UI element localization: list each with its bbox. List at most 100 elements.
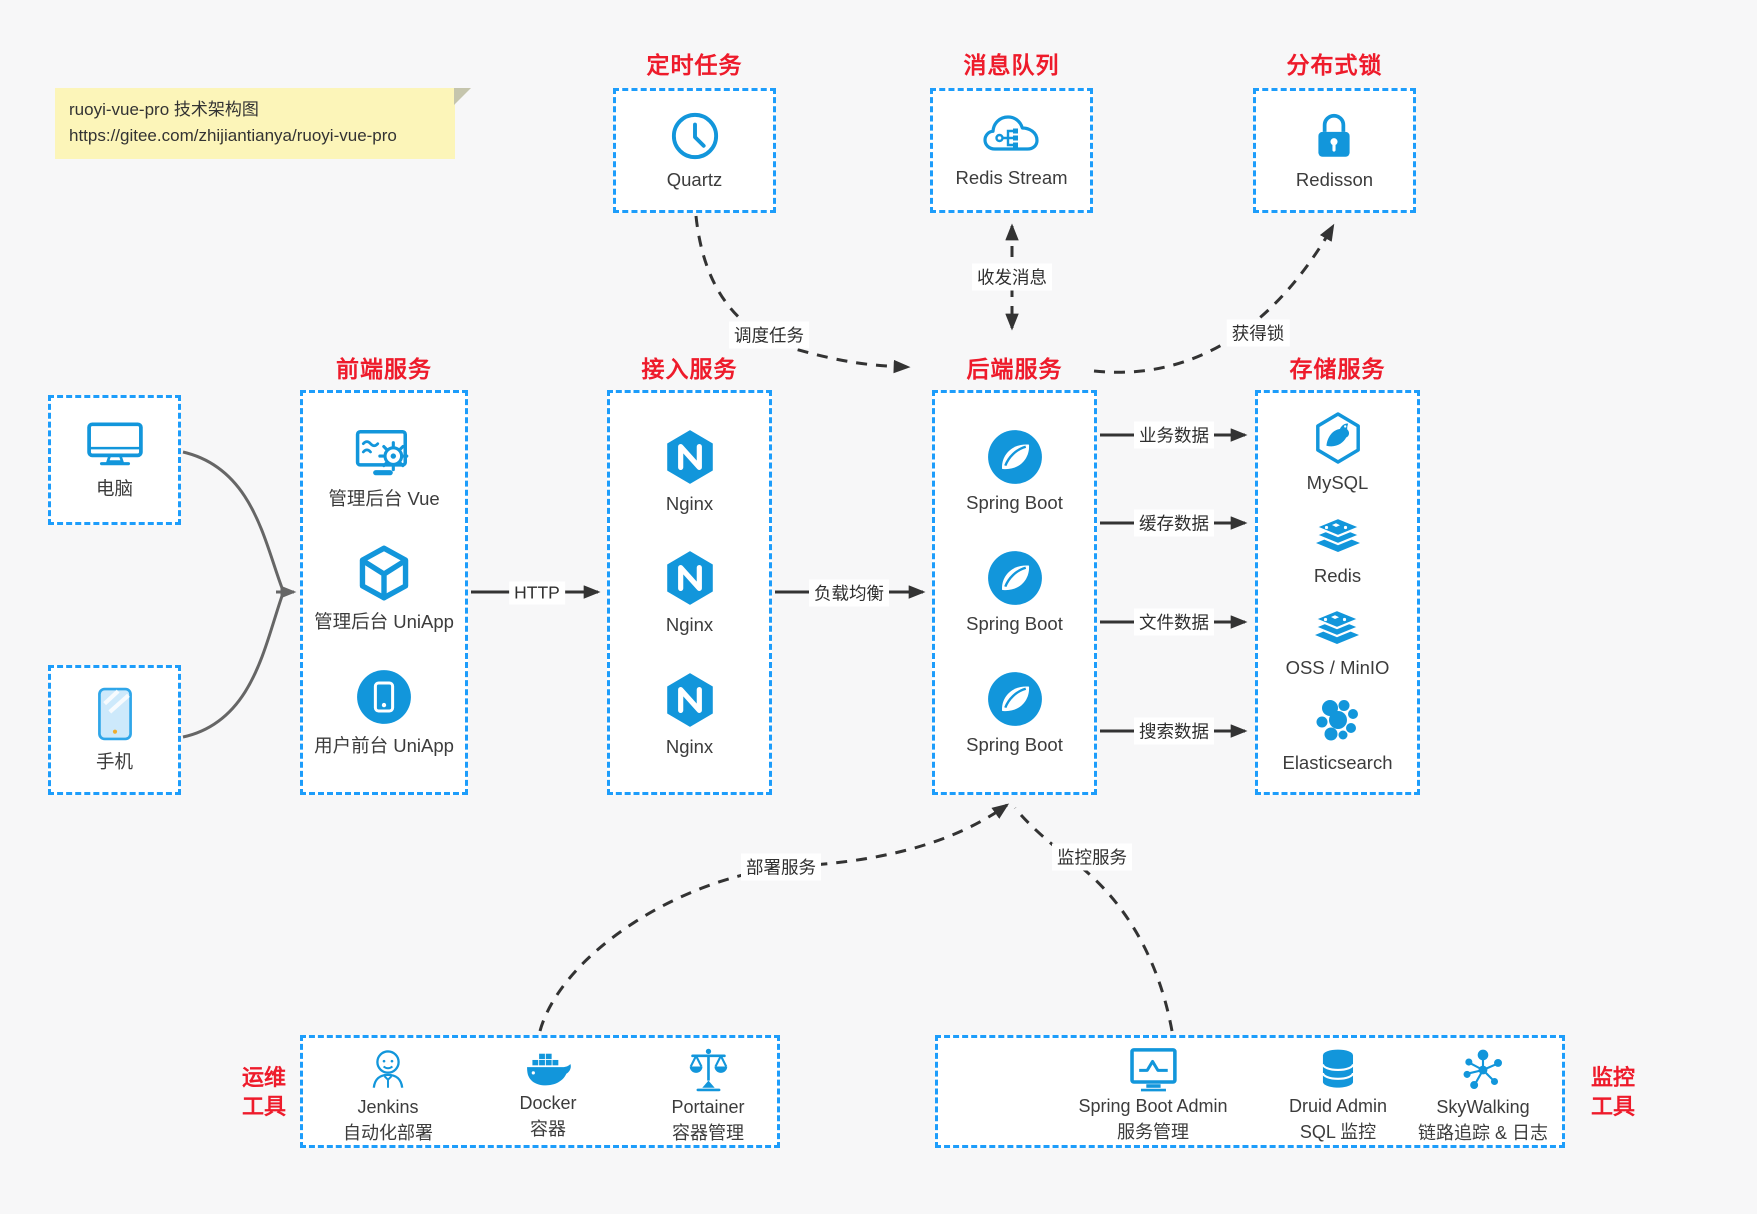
portainer-icon xyxy=(689,1048,727,1092)
node-quartz: Quartz xyxy=(666,110,723,191)
edge-label-http: HTTP xyxy=(509,581,565,605)
label-ops-tools: 运维 工具 xyxy=(241,1065,286,1119)
spring-icon xyxy=(987,672,1042,726)
edge-label-business-data: 业务数据 xyxy=(1134,421,1214,449)
edge-label-deploy-service: 部署服务 xyxy=(741,853,821,881)
node-label: Spring Boot xyxy=(966,492,1063,513)
cube-icon xyxy=(359,545,409,601)
header-scheduled-tasks: 定时任务 xyxy=(646,52,743,78)
node-desc: 服务管理 xyxy=(1117,1122,1189,1143)
node-springboot-1: Spring Boot xyxy=(966,429,1063,514)
node-label: Spring Boot xyxy=(966,613,1063,634)
node-redisson: Redisson xyxy=(1296,110,1373,191)
lock-icon xyxy=(1318,113,1351,157)
box-quartz: Quartz xyxy=(613,88,776,213)
header-gateway-services: 接入服务 xyxy=(641,356,738,382)
note-title: ruoyi-vue-pro 技术架构图 xyxy=(69,100,259,119)
node-desc: 容器 xyxy=(529,1119,566,1140)
node-desc: 容器管理 xyxy=(671,1123,744,1144)
box-ops-tools: Jenkins 自动化部署 Docker 容器 xyxy=(300,1035,780,1148)
node-mysql: MySQL xyxy=(1306,411,1369,494)
node-jenkins: Jenkins 自动化部署 xyxy=(343,1047,433,1146)
user-app-icon xyxy=(357,669,411,724)
admin-vue-icon xyxy=(355,429,409,475)
node-admin-vue: 管理后台 Vue xyxy=(328,428,440,511)
header-backend-services: 后端服务 xyxy=(966,356,1063,382)
node-label: MySQL xyxy=(1306,471,1369,493)
node-portainer: Portainer 容器管理 xyxy=(671,1047,745,1146)
edge-label-monitor-service: 监控服务 xyxy=(1052,843,1132,871)
cloud-mq-icon xyxy=(983,115,1040,151)
redis-stack-icon xyxy=(1312,516,1363,552)
edge-label-load-balance: 负载均衡 xyxy=(809,579,889,607)
box-pc-client: 电脑 xyxy=(48,395,181,525)
node-redis: Redis xyxy=(1312,512,1364,587)
node-label: Redisson xyxy=(1295,169,1374,190)
node-oss-minio: OSS / MinIO xyxy=(1285,604,1390,679)
node-spring-boot-admin: Spring Boot Admin 服务管理 xyxy=(1078,1047,1228,1145)
node-desc: SQL 监控 xyxy=(1299,1122,1377,1143)
label-monitor-tools: 监控 工具 xyxy=(1590,1065,1635,1119)
node-admin-uniapp: 管理后台 UniApp xyxy=(314,545,454,634)
edge-label-send-receive-msg: 收发消息 xyxy=(972,263,1052,291)
node-user-uniapp: 用户前台 UniApp xyxy=(314,669,454,758)
edge-label-cache-data: 缓存数据 xyxy=(1134,509,1214,537)
nginx-icon xyxy=(666,429,713,484)
node-label: Spring Boot xyxy=(966,734,1063,755)
node-label: Nginx xyxy=(665,614,714,635)
box-redisson: Redisson xyxy=(1253,88,1416,213)
jenkins-icon xyxy=(372,1050,404,1088)
druid-icon xyxy=(1321,1049,1355,1088)
node-skywalking: SkyWalking 链路追踪 & 日志 xyxy=(1418,1047,1548,1146)
header-distributed-lock: 分布式锁 xyxy=(1286,52,1383,78)
node-label: Redis Stream xyxy=(955,167,1068,188)
spring-icon xyxy=(987,430,1042,484)
node-label: Nginx xyxy=(665,735,714,757)
edge-label-schedule-task: 调度任务 xyxy=(729,321,809,349)
node-springboot-3: Spring Boot xyxy=(966,671,1063,756)
clock-icon xyxy=(671,112,718,160)
node-label: Nginx xyxy=(665,492,714,514)
edge-label-search-data: 搜索数据 xyxy=(1134,717,1214,745)
header-frontend-services: 前端服务 xyxy=(336,356,432,382)
header-message-queue: 消息队列 xyxy=(963,52,1060,78)
node-label: OSS / MinIO xyxy=(1285,657,1390,679)
node-redis-stream: Redis Stream xyxy=(955,112,1068,189)
box-monitor-tools: Spring Boot Admin 服务管理 Druid Admin SQL 监… xyxy=(935,1035,1565,1148)
node-desc: 自动化部署 xyxy=(343,1123,433,1144)
box-storage-services: MySQL Redis OSS / MinIO xyxy=(1255,390,1420,795)
elasticsearch-icon xyxy=(1316,700,1359,741)
docker-icon xyxy=(526,1053,571,1086)
node-label: 手机 xyxy=(95,750,133,772)
node-springboot-2: Spring Boot xyxy=(966,550,1063,635)
spring-icon xyxy=(987,551,1042,605)
edge-label-acquire-lock: 获得锁 xyxy=(1226,319,1290,347)
node-label: Elasticsearch xyxy=(1282,752,1393,774)
node-mobile: 手机 xyxy=(96,687,134,774)
header-storage-services: 存储服务 xyxy=(1289,356,1386,382)
box-frontend-services: 管理后台 Vue 管理后台 UniApp 用户前台 UniApp xyxy=(300,390,468,795)
node-label: Redis xyxy=(1313,564,1362,586)
node-elasticsearch: Elasticsearch xyxy=(1282,697,1393,774)
nginx-icon xyxy=(666,551,713,605)
redis-stack-icon xyxy=(1312,609,1363,645)
node-label: Quartz xyxy=(666,169,723,190)
node-label: 管理后台 Vue xyxy=(328,487,440,509)
node-nginx-1: Nginx xyxy=(663,428,717,515)
nginx-icon xyxy=(666,672,713,727)
node-desc: 链路追踪 & 日志 xyxy=(1417,1123,1549,1144)
phone-icon xyxy=(97,687,132,740)
node-name: Docker xyxy=(519,1093,577,1113)
node-nginx-2: Nginx xyxy=(663,549,717,636)
desktop-icon xyxy=(86,421,143,465)
node-druid-admin: Druid Admin SQL 监控 xyxy=(1289,1047,1387,1145)
node-label: 用户前台 UniApp xyxy=(314,734,454,756)
skywalking-icon xyxy=(1463,1049,1503,1090)
node-pc: 电脑 xyxy=(86,420,144,501)
node-label: 管理后台 UniApp xyxy=(314,611,454,632)
box-mobile-client: 手机 xyxy=(48,665,181,795)
edge-label-file-data: 文件数据 xyxy=(1134,608,1214,636)
sticky-note: ruoyi-vue-pro 技术架构图 https://gitee.com/zh… xyxy=(55,88,471,159)
